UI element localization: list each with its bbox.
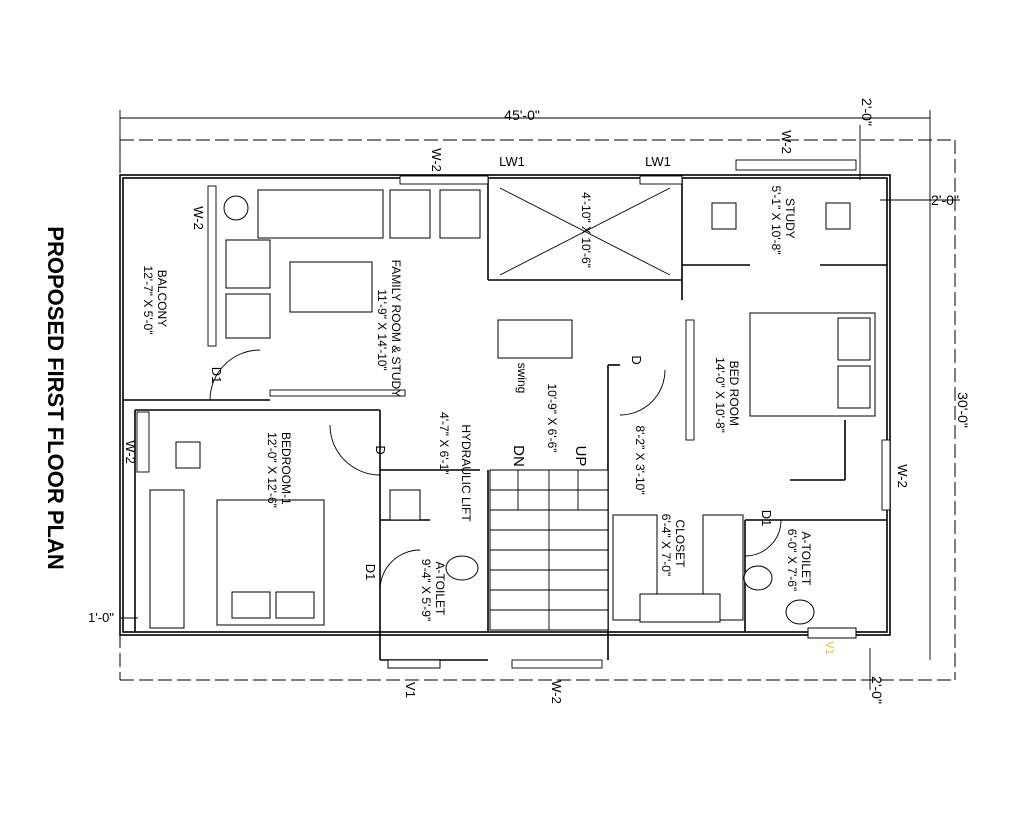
lw1-label-right: LW1 [645,154,671,169]
dim-offset-right: 2'-0" [931,192,959,208]
w2-label-balcony: W-2 [191,206,206,230]
stair-lobby-label: 10'-9" X 6'-6" [545,383,559,452]
toilet-left-label: A-TOILET 9'-4" X 5'-9" [419,559,447,621]
cutout-label: 4'-10" X 10'-6" [579,192,593,268]
v1-label-right: V1 [823,641,835,654]
w2-label-study: W-2 [779,130,794,154]
balcony-label: BALCONY 12'-7" X 5'-0" [141,265,169,334]
walls [119,174,891,661]
door-label-d1-toilet-right: D1 [759,510,774,527]
plan-title: PROPOSED FIRST FLOOR PLAN [43,226,68,569]
bed-room-label: BED ROOM 14'-0" X 10'-8" [713,357,741,433]
w2-label-bedroom1: W-2 [123,440,138,464]
lw1-label-left: LW1 [499,154,525,169]
w2-label-bottom: W-2 [549,680,564,704]
dim-offset-bottom: 2'-0" [869,676,885,704]
bedroom1-label: BEDROOM-1 12'-0" X 12'-6" [265,432,293,508]
family-room-label: FAMILY ROOM & STUDY 11'-9" X 14'-10" [375,260,403,401]
swing-label: swing [515,363,529,394]
door-label-d1-toilet: D1 [363,564,378,581]
dim-overall-depth: 30'-0" [955,392,971,428]
w2-label-top: W-2 [429,148,444,172]
up-label: UP [572,446,589,467]
dn-label: DN [510,445,527,467]
doors [209,349,782,591]
toilet-right-label: A-TOILET 6'-0" X 7'-6" [785,529,813,591]
lift-label: 4'-7" X 6'-1" HYDRAULIC LIFT [437,412,473,522]
door-label-d-bedroom: D [629,355,644,364]
v1-label-left: V1 [403,682,418,698]
closet-label: CLOSET 6'-4" X 7'-0" [659,514,687,576]
dim-overall-width: 45'-0" [504,107,540,123]
passage-label: 8'-2" X 3'-10" [633,425,647,494]
w2-label-right: W-2 [895,464,910,488]
windows [136,159,891,669]
door-label-d1-balcony: D1 [209,367,224,384]
door-label-d-bedroom1: D [373,445,388,454]
dim-offset-left: 1'-0" [88,610,114,625]
furniture [149,187,876,669]
study-label: STUDY 5'-1" X 10'-8" [769,185,797,254]
dim-offset-top: 2'-0" [859,98,875,126]
